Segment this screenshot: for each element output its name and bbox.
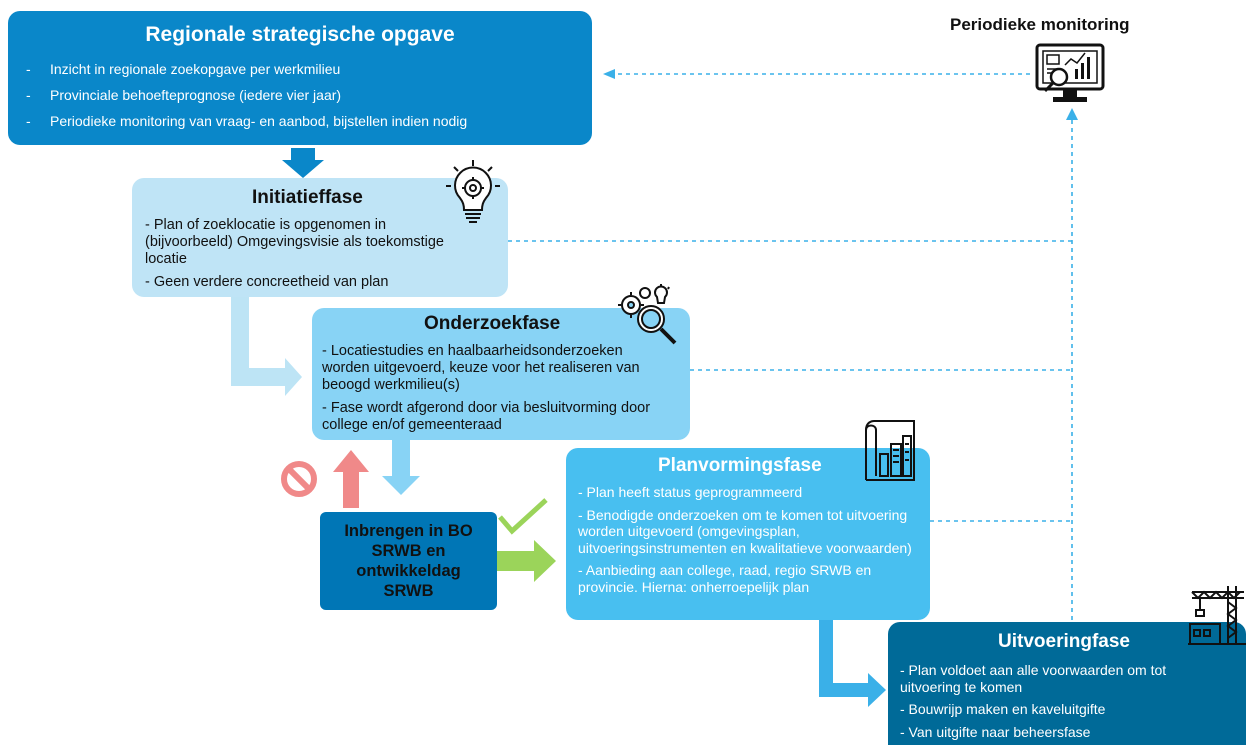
onderzoek-item: - Fase wordt afgerond door via besluitvo… bbox=[322, 400, 651, 434]
onderzoek-list: - Locatiestudies en haalbaarheidsonderzo… bbox=[322, 343, 672, 441]
construction-crane-icon bbox=[1188, 586, 1246, 645]
arrow-inbrengen-to-onderzoek bbox=[333, 450, 369, 508]
arrow-planvorming-to-uitvoering bbox=[819, 617, 886, 707]
initiatief-list: - Plan of zoeklocatie is opgenomen in (b… bbox=[145, 217, 445, 297]
regionale-title: Regionale strategische opgave bbox=[145, 23, 455, 46]
planvorming-box: Planvormingsfase - Plan heeft status gep… bbox=[566, 448, 930, 620]
monitoring-screen-icon bbox=[1035, 43, 1105, 102]
check-icon bbox=[498, 498, 548, 535]
planvorming-title: Planvormingsfase bbox=[658, 455, 822, 476]
planvorming-item: - Plan heeft status geprogrammeerd bbox=[578, 484, 803, 500]
initiatief-item: - Plan of zoeklocatie is opgenomen in (b… bbox=[145, 217, 444, 268]
gears-magnifier-icon bbox=[618, 284, 677, 345]
planvorming-item: - Benodigde onderzoeken om te komen tot … bbox=[578, 506, 912, 556]
inbrengen-title: Inbrengen in BO SRWB en ontwikkeldag SRW… bbox=[344, 521, 473, 601]
arrow-initiatief-to-onderzoek bbox=[231, 297, 302, 396]
onderzoek-title: Onderzoekfase bbox=[424, 313, 561, 334]
arrow-regionale-to-initiatief bbox=[282, 148, 324, 178]
regionale-item: -Periodieke monitoring van vraag- en aan… bbox=[26, 113, 468, 129]
regionale-box: Regionale strategische opgave -Inzicht i… bbox=[8, 11, 592, 145]
regionale-list: -Inzicht in regionale zoekopgave per wer… bbox=[26, 61, 467, 139]
lightbulb-gear-icon bbox=[446, 160, 500, 223]
uitvoering-item: - Van uitgifte naar beheersfase bbox=[900, 723, 1091, 740]
dashed-arrowhead-up bbox=[1066, 108, 1078, 120]
monitoring-title: Periodieke monitoring bbox=[950, 15, 1130, 34]
planvorming-item: - Aanbieding aan college, raad, regio SR… bbox=[578, 562, 872, 595]
arrow-onderzoek-to-inbrengen bbox=[382, 440, 420, 495]
planvorming-list: - Plan heeft status geprogrammeerd - Ben… bbox=[578, 484, 914, 601]
onderzoek-item: - Locatiestudies en haalbaarheidsonderzo… bbox=[322, 343, 640, 394]
uitvoering-title: Uitvoeringfase bbox=[998, 631, 1130, 652]
initiatief-item: - Geen verdere concreetheid van plan bbox=[145, 274, 389, 291]
regionale-item: -Provinciale behoefteprognose (iedere vi… bbox=[26, 87, 342, 103]
uitvoering-box: Uitvoeringfase - Plan voldoet aan alle v… bbox=[888, 622, 1246, 745]
onderzoek-box: Onderzoekfase - Locatiestudies en haalba… bbox=[312, 308, 690, 440]
uitvoering-item: - Plan voldoet aan alle voorwaarden om t… bbox=[900, 662, 1167, 695]
uitvoering-list: - Plan voldoet aan alle voorwaarden om t… bbox=[900, 662, 1230, 746]
city-plan-icon bbox=[865, 420, 915, 481]
inbrengen-box: Inbrengen in BO SRWB en ontwikkeldag SRW… bbox=[320, 512, 497, 610]
dashed-arrowhead-left bbox=[603, 69, 615, 79]
initiatief-box: Initiatieffase - Plan of zoeklocatie is … bbox=[132, 178, 508, 297]
initiatief-title: Initiatieffase bbox=[252, 187, 363, 208]
regionale-item: -Inzicht in regionale zoekopgave per wer… bbox=[26, 61, 341, 77]
monitoring-dashed-lines bbox=[508, 73, 1073, 620]
uitvoering-item: - Bouwrijp maken en kaveluitgifte bbox=[900, 701, 1106, 718]
stop-icon bbox=[281, 461, 317, 497]
arrow-inbrengen-to-planvorming bbox=[496, 540, 556, 582]
